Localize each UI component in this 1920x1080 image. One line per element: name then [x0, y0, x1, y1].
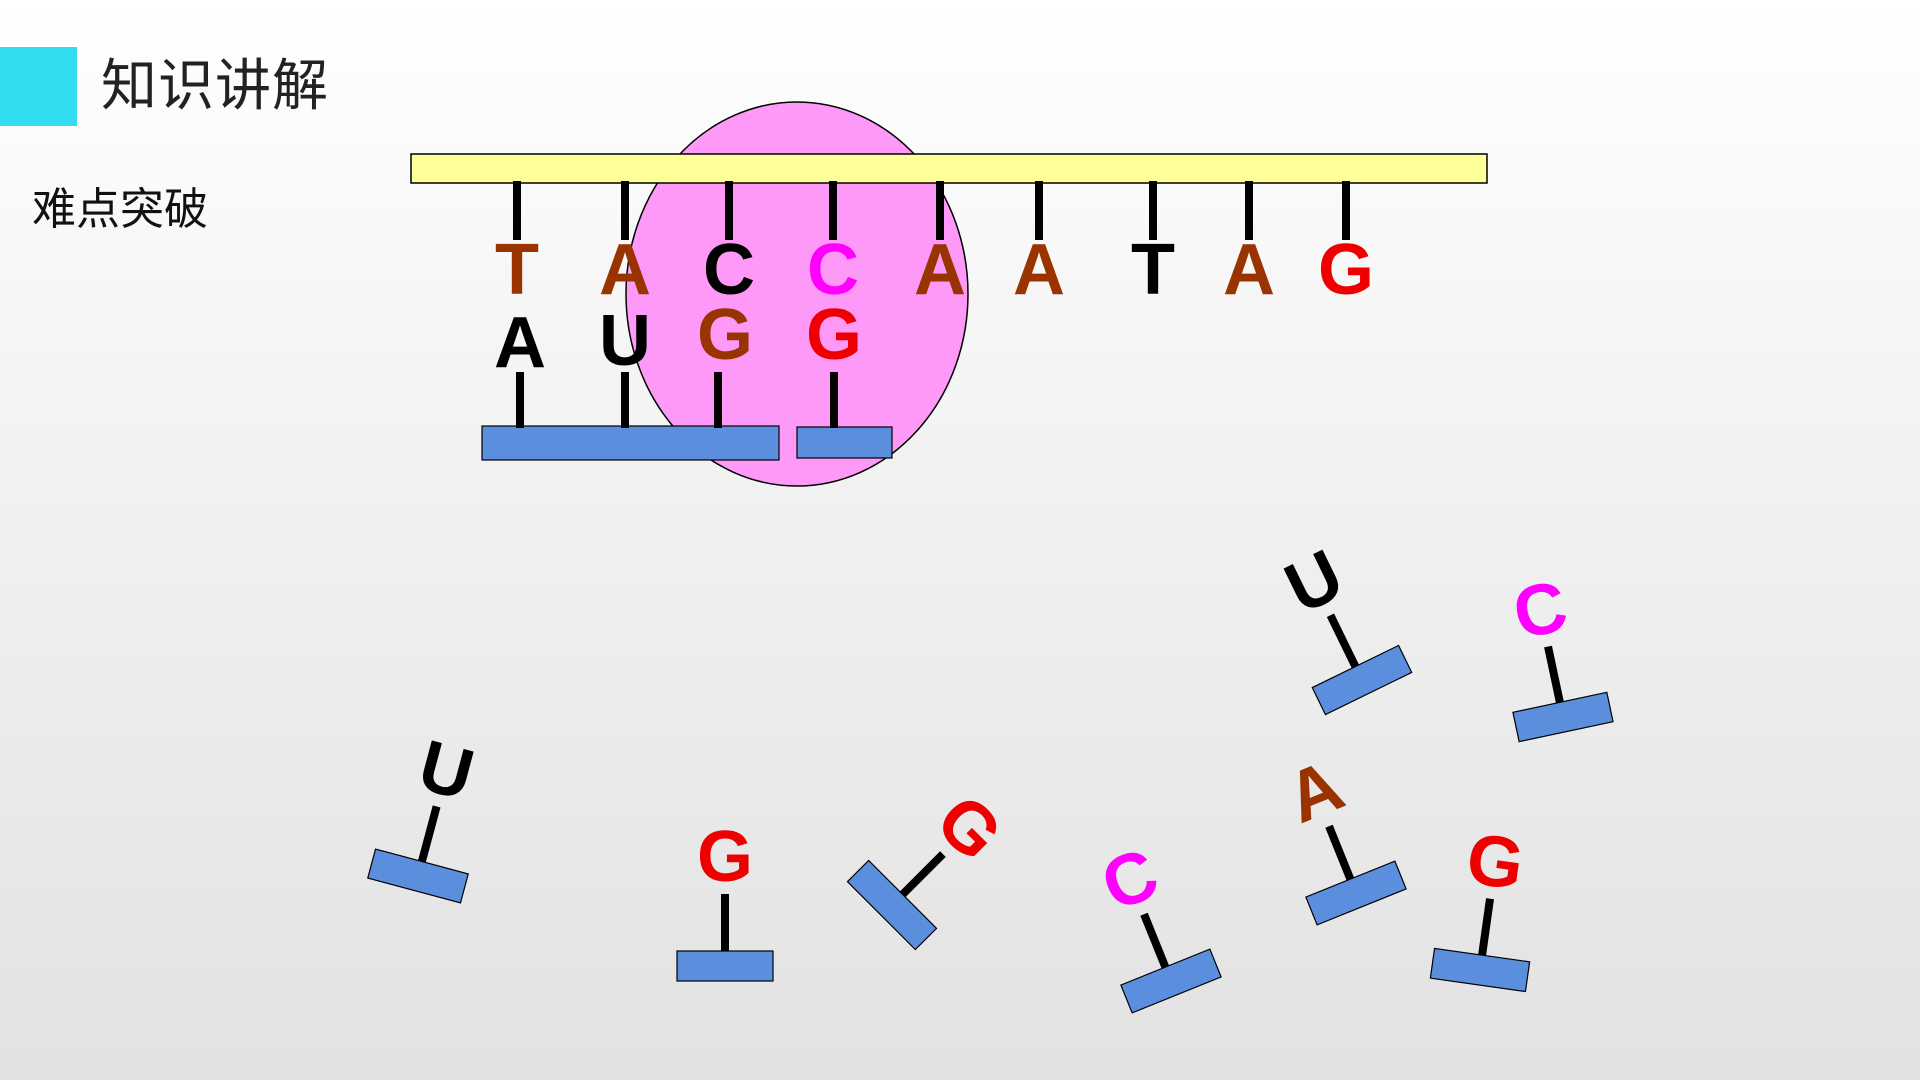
free-nucleotide: C	[1507, 566, 1614, 743]
nucleotide-block	[1305, 860, 1407, 926]
ribosome	[625, 101, 969, 487]
nucleotide-stem	[1325, 824, 1355, 881]
paired-base: U	[599, 301, 651, 381]
nucleotide-stem	[1326, 613, 1360, 669]
template-base: T	[495, 230, 539, 310]
template-base: A	[1223, 230, 1275, 310]
nucleotide-base: A	[1276, 745, 1354, 839]
template-base: C	[703, 230, 755, 310]
paired-base: A	[494, 303, 546, 383]
free-nucleotide: C	[1091, 833, 1222, 1014]
nucleotide-base: G	[1462, 819, 1529, 906]
nucleotide-block	[1429, 947, 1531, 993]
nucleotide-stem	[1140, 912, 1170, 969]
nucleotide-block	[481, 425, 780, 461]
free-nucleotide: G	[676, 817, 774, 982]
nucleotide-stem	[1478, 898, 1494, 956]
free-nucleotide: U	[367, 725, 482, 904]
nucleotide-base: G	[697, 817, 753, 897]
template-base: C	[807, 230, 859, 310]
paired-base: G	[697, 295, 753, 375]
free-nucleotide: G	[1429, 819, 1531, 993]
template-base: A	[914, 230, 966, 310]
nucleotide-base: U	[411, 725, 482, 816]
free-nucleotide: A	[1276, 745, 1407, 926]
nucleotide-block	[1120, 948, 1222, 1014]
nucleotide-block	[367, 848, 469, 904]
nucleotide-block	[1311, 644, 1413, 716]
nucleotide-stem	[899, 851, 946, 898]
nucleotide-stem	[1544, 645, 1564, 704]
nucleotide-base: C	[1507, 566, 1574, 655]
nucleotide-base: U	[1273, 535, 1355, 630]
header-accent-block	[0, 47, 77, 126]
free-nucleotide: G	[846, 780, 1017, 951]
nucleotide-block	[796, 426, 893, 459]
nucleotide-base: C	[1091, 833, 1169, 927]
subsection-title: 难点突破	[32, 184, 208, 235]
nucleotide-block	[676, 950, 774, 982]
template-base: A	[599, 230, 651, 310]
template-base: G	[1318, 230, 1374, 310]
template-stems	[513, 181, 1350, 240]
template-strand-bar	[410, 153, 1488, 184]
template-base: A	[1013, 230, 1065, 310]
paired-base: G	[806, 295, 862, 375]
nucleotide-stem	[418, 805, 441, 863]
template-base: T	[1131, 230, 1175, 310]
free-nucleotide: U	[1273, 535, 1413, 716]
section-title: 知识讲解	[101, 54, 329, 119]
